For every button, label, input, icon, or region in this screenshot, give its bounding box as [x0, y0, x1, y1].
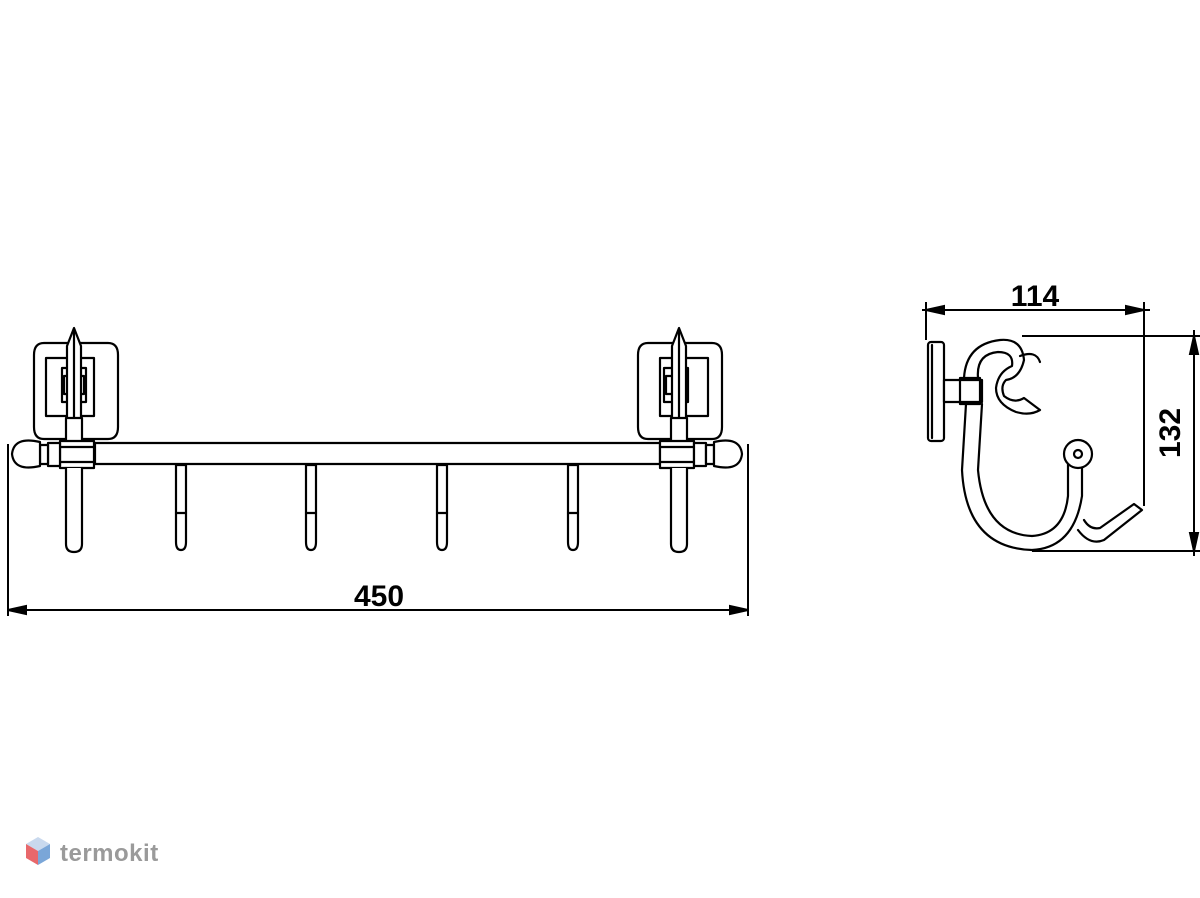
dimension-label-450: 450: [354, 580, 404, 613]
left-wall-mount: [10, 326, 120, 554]
hook-2: [304, 463, 318, 552]
termokit-logo: termokit: [24, 834, 159, 874]
wall-plate: [926, 340, 946, 443]
right-wall-mount: [636, 326, 744, 554]
cube-logo-icon: [26, 837, 50, 865]
side-view: [926, 338, 1144, 552]
dimension-height: [1022, 330, 1200, 556]
dimension-depth: [922, 302, 1150, 506]
hook-3: [435, 463, 449, 552]
dimension-label-114: 114: [1011, 280, 1060, 313]
front-view: [10, 326, 744, 554]
hook-4: [566, 463, 580, 552]
logo-text: termokit: [60, 840, 159, 867]
hook-1: [174, 463, 188, 552]
rail: [93, 441, 662, 466]
dimension-label-132: 132: [1154, 408, 1187, 458]
dimension-overall-width: [7, 444, 749, 616]
